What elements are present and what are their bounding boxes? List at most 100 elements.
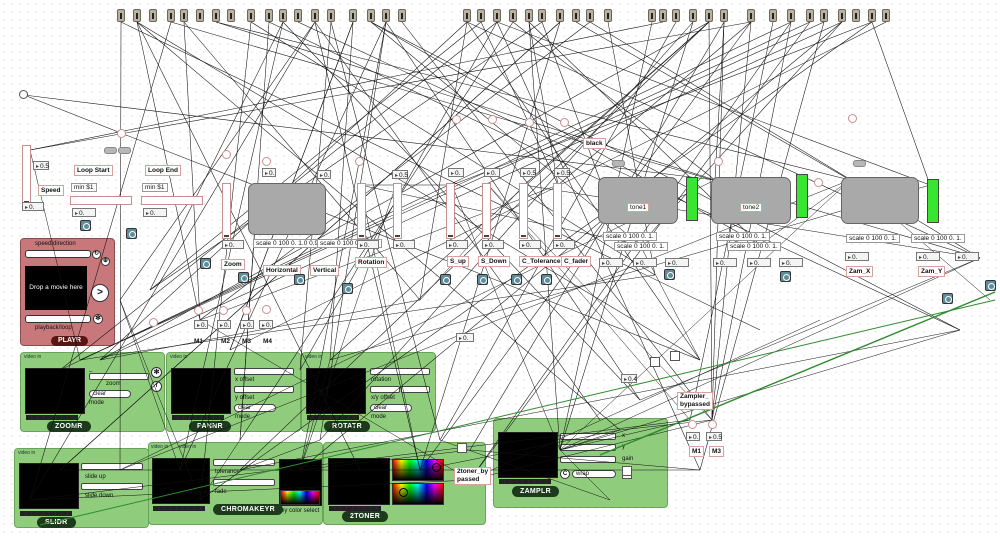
scale-tone1-b[interactable]: scale 0 100 0. 1. [614, 242, 668, 251]
c-fade-knob[interactable] [560, 118, 569, 127]
s-up-out[interactable]: 0. [446, 240, 468, 249]
tone1-num-c[interactable]: 0. [665, 258, 689, 267]
toggle-a[interactable] [650, 357, 660, 367]
inlet-6[interactable] [196, 9, 204, 22]
inlet-9[interactable] [247, 9, 255, 22]
vertical-bang[interactable] [294, 274, 305, 285]
zam-bang[interactable] [942, 293, 953, 304]
inlet-2[interactable] [133, 9, 141, 22]
tone2-knob-b[interactable] [714, 157, 723, 166]
inlet-13[interactable] [311, 9, 319, 22]
inlet-17[interactable] [382, 9, 390, 22]
tone2-num-c[interactable]: 0. [779, 258, 803, 267]
inlet-1[interactable] [117, 9, 125, 22]
inlet-34[interactable] [720, 9, 728, 22]
playback-loop-bar[interactable] [25, 315, 91, 323]
x-offset-bar[interactable] [370, 386, 400, 393]
inlet-30[interactable] [659, 9, 667, 22]
rotation-bang[interactable] [342, 283, 353, 294]
inlet-28[interactable] [604, 9, 612, 22]
rotation-number-c[interactable]: 0. [393, 240, 415, 249]
zoom-knob[interactable] [222, 150, 231, 159]
fade-bar[interactable] [213, 479, 275, 486]
s-down-number[interactable]: 0. [484, 168, 500, 177]
pad-number-b[interactable]: 0. [317, 170, 331, 179]
x-bar[interactable] [560, 433, 616, 440]
edge-bang[interactable] [985, 280, 996, 291]
inlet-38[interactable] [806, 9, 814, 22]
inlet-26[interactable] [572, 9, 580, 22]
loop-button[interactable]: ✻ [93, 314, 103, 324]
zoom-bang[interactable] [200, 258, 211, 269]
small-num[interactable]: 0.4 [621, 374, 637, 383]
c-fade-out[interactable]: 0. [553, 240, 575, 249]
inlet-31[interactable] [672, 9, 680, 22]
speed-slider[interactable] [22, 145, 31, 205]
m4-knob[interactable] [262, 305, 271, 314]
play-button[interactable]: > [91, 284, 109, 302]
speed-number[interactable]: 0.5 [33, 161, 49, 170]
loop-start-bang[interactable] [80, 220, 91, 231]
s-up-knob[interactable] [452, 115, 461, 124]
tolerance-bar[interactable] [213, 459, 275, 466]
knob-red-a[interactable] [117, 129, 126, 138]
x-offset-bar[interactable] [234, 368, 294, 375]
inlet-23[interactable] [525, 9, 533, 22]
inlet-27[interactable] [586, 9, 594, 22]
inlet-43[interactable] [882, 9, 890, 22]
inlet-37[interactable] [787, 9, 795, 22]
s-up-slider[interactable] [446, 183, 455, 239]
inlet-20[interactable] [477, 9, 485, 22]
inlet-35[interactable] [747, 9, 755, 22]
tone2-num-a[interactable]: 0. [713, 258, 737, 267]
inlet-5[interactable] [180, 9, 188, 22]
tone2-knob[interactable] [814, 178, 823, 187]
knob-red-b[interactable] [149, 318, 158, 327]
gain-bar[interactable] [560, 456, 616, 463]
rotation-bar[interactable] [370, 368, 430, 375]
inlet-39[interactable] [820, 9, 828, 22]
inlet-3[interactable] [149, 9, 157, 22]
black-toggle-a[interactable] [104, 147, 117, 154]
scale-zoom-msg[interactable]: scale 0 100 0. 1.0 0.9 [253, 239, 322, 248]
rotation-number[interactable]: 0. [357, 240, 379, 249]
rotatr-mode-select[interactable]: clear [370, 404, 412, 412]
tone2-pad[interactable]: tone2 [711, 177, 791, 224]
y-offset-bar[interactable] [401, 386, 430, 393]
inlet-4[interactable] [167, 9, 175, 22]
slide-down-bar[interactable] [81, 483, 143, 490]
loop-end-bang[interactable] [126, 228, 137, 239]
pan-xy-pad[interactable] [248, 183, 326, 235]
speed-out-number[interactable]: 0. [22, 202, 44, 211]
m4-number[interactable]: 0. [259, 320, 273, 329]
tone1-gray[interactable] [612, 160, 625, 167]
s-down-knob[interactable] [488, 115, 497, 124]
reset-button[interactable]: ↻ [92, 250, 101, 259]
s-up-bang[interactable] [440, 274, 451, 285]
speed-options-button[interactable]: ⊕ [101, 257, 110, 266]
zam-pad[interactable] [841, 177, 919, 224]
m1b-number[interactable]: 0. [686, 432, 700, 441]
wrap-select[interactable]: wrap [572, 470, 616, 478]
pannr-mode-select[interactable]: clear [234, 404, 276, 412]
toggle-b[interactable] [670, 351, 680, 361]
scale-tone1-a[interactable]: scale 0 100 0. 1. [603, 232, 657, 241]
horizontal-bang[interactable] [238, 272, 249, 283]
y-offset-bar[interactable] [234, 386, 294, 393]
mid-number[interactable]: 0. [456, 333, 474, 342]
inlet-24[interactable] [538, 9, 546, 22]
s-down-bang[interactable] [477, 274, 488, 285]
pad-knob[interactable] [262, 157, 271, 166]
zam-num-a[interactable]: 0. [845, 252, 869, 261]
inlet-25[interactable] [556, 9, 564, 22]
tone2-bang[interactable] [780, 271, 791, 282]
y-bar[interactable] [560, 444, 616, 451]
c-tol-out[interactable]: 0. [519, 240, 541, 249]
zam-num-c[interactable]: 0. [955, 252, 979, 261]
rotation-slider[interactable] [357, 183, 366, 239]
2toner-bypass-toggle[interactable] [457, 443, 467, 453]
inlet-29[interactable] [648, 9, 656, 22]
slide-up-bar[interactable] [81, 463, 143, 470]
tone1-num-b[interactable]: 0. [633, 258, 657, 267]
loop-start-slider[interactable] [70, 196, 132, 205]
